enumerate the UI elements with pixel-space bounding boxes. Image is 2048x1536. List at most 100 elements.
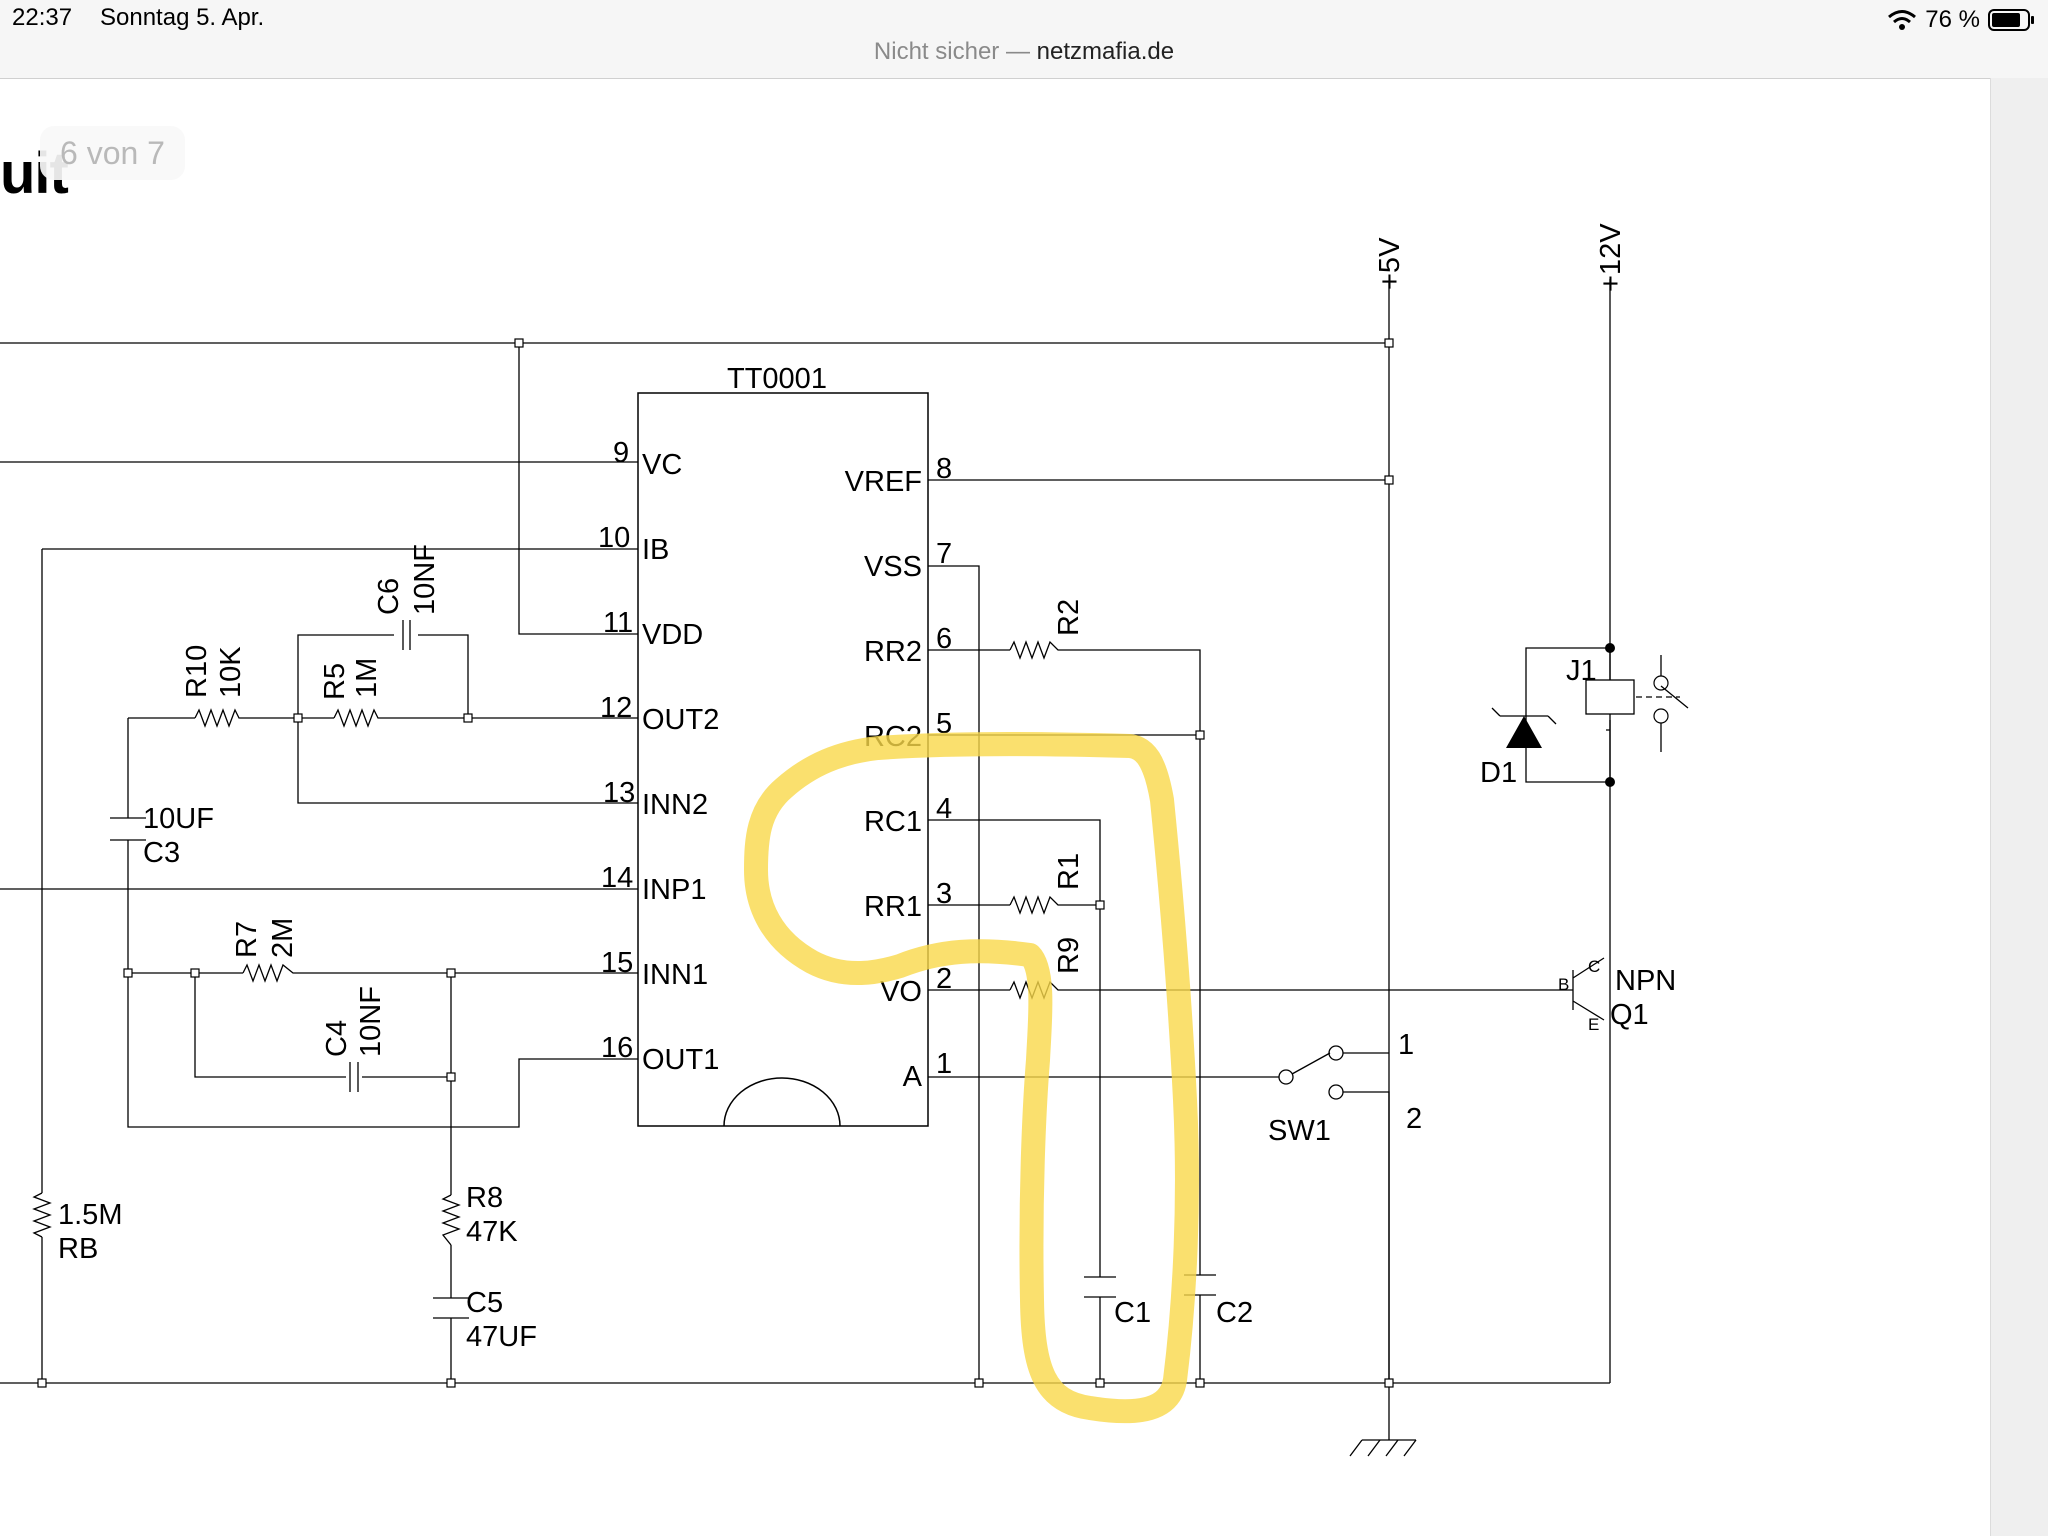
- pin-number: 11: [603, 607, 633, 639]
- q1-collector-label: C: [1588, 957, 1600, 976]
- j1-relay-contact: [1636, 655, 1689, 752]
- circuit-schematic: TT0001 9 VC 10 IB 11 VDD 12 OUT2 13 INN2…: [0, 223, 1689, 1457]
- pin-label: INN1: [642, 959, 708, 991]
- pin-label: VREF: [845, 466, 922, 498]
- pin-number: 3: [936, 878, 952, 910]
- pin-number: 6: [936, 623, 952, 655]
- r1-resistor: [1009, 895, 1062, 915]
- ic-left-pins: 9 VC 10 IB 11 VDD 12 OUT2 13 INN2 14 INP…: [598, 437, 719, 1076]
- ic-name: TT0001: [727, 363, 827, 395]
- r10-name: R10: [181, 645, 213, 698]
- yellow-highlight-annotation: [744, 732, 1199, 1424]
- sw1-name: SW1: [1268, 1115, 1331, 1147]
- pin-label: RC1: [864, 806, 922, 838]
- r8-value: 47K: [466, 1216, 518, 1248]
- sw1-position-1: 1: [1398, 1029, 1414, 1061]
- status-time: 22:37: [12, 4, 73, 31]
- ic-body: [637, 392, 929, 1127]
- j1-name: J1: [1566, 655, 1597, 687]
- r10-value: 10K: [215, 646, 247, 698]
- r2-name: R2: [1053, 599, 1085, 636]
- pin-number: 7: [936, 538, 952, 570]
- rb-name: RB: [58, 1233, 98, 1265]
- pin-label: RR2: [864, 636, 922, 668]
- security-label: Nicht sicher: [873, 38, 1000, 65]
- pin-label: A: [903, 1061, 923, 1093]
- c4-capacitor: [349, 1062, 359, 1092]
- q1-name: Q1: [1610, 999, 1649, 1031]
- r1-name: R1: [1053, 853, 1085, 890]
- rb-value: 1.5M: [58, 1199, 122, 1231]
- pin-number: 5: [936, 708, 952, 740]
- c4-name: C4: [321, 1020, 353, 1057]
- ic-right-pins: 8 VREF 7 VSS 6 RR2 5 RC2 4 RC1 3 RR1 2 V…: [845, 453, 952, 1093]
- scrollbar-track[interactable]: [1990, 78, 2048, 1536]
- c3-value: 10UF: [143, 803, 214, 835]
- d1-name: D1: [1480, 757, 1517, 789]
- ground-symbol: [1349, 1439, 1417, 1457]
- pin-number: 4: [936, 793, 952, 825]
- r7-name: R7: [231, 921, 263, 958]
- pin-number: 14: [601, 862, 633, 894]
- sw1-position-2: 2: [1406, 1103, 1422, 1135]
- pin-number: 13: [603, 777, 635, 809]
- c4-value: 10NF: [355, 986, 387, 1057]
- c6-value: 10NF: [409, 544, 441, 615]
- pin-number: 15: [601, 947, 633, 979]
- sw1-switch: [1278, 1045, 1344, 1100]
- q1-type: NPN: [1615, 965, 1676, 997]
- pin-label: INP1: [642, 874, 706, 906]
- supply-5v-label: +5V: [1374, 237, 1406, 290]
- pin-label: IB: [642, 534, 669, 566]
- junction-markers: [37, 338, 1394, 1388]
- status-date: Sonntag 5. Apr.: [100, 4, 265, 31]
- c6-name: C6: [373, 578, 405, 615]
- junction-dot-j1-bottom: [1605, 777, 1615, 787]
- pin-number: 9: [613, 437, 629, 469]
- j1-relay-coil: [1585, 679, 1635, 715]
- rb-resistor: [32, 1192, 52, 1238]
- pin-label: OUT2: [642, 704, 719, 736]
- pin-number: 2: [936, 963, 952, 995]
- pin-number: 1: [936, 1048, 952, 1080]
- r2-resistor: [1009, 640, 1062, 660]
- r9-name: R9: [1053, 937, 1085, 974]
- url-bar[interactable]: Nicht sicher — netzmafia.de: [0, 38, 2048, 66]
- c1-capacitor: [1084, 1276, 1116, 1298]
- pin-number: 12: [600, 692, 632, 724]
- r8-resistor: [441, 1194, 461, 1246]
- url-separator: —: [999, 38, 1037, 65]
- pin-label: INN2: [642, 789, 708, 821]
- page-counter: 6 von 7: [40, 126, 185, 180]
- c3-name: C3: [143, 837, 180, 869]
- pin-label: RR1: [864, 891, 922, 923]
- q1-base-label: B: [1558, 975, 1569, 994]
- battery-icon: [1988, 9, 2034, 31]
- c6-capacitor: [402, 620, 411, 650]
- r5-resistor: [333, 708, 382, 728]
- junction-dot-j1-top: [1605, 643, 1615, 653]
- c2-name: C2: [1216, 1297, 1253, 1329]
- pin-number: 8: [936, 453, 952, 485]
- c5-capacitor: [433, 1297, 469, 1319]
- status-right: 76 %: [1887, 2, 2036, 38]
- supply-12v-label: +12V: [1595, 223, 1627, 292]
- status-bar: 22:37 Sonntag 5. Apr. 76 % Nicht sicher …: [0, 0, 2048, 79]
- r8-name: R8: [466, 1182, 503, 1214]
- url-domain: netzmafia.de: [1036, 38, 1175, 65]
- pin-number: 10: [598, 522, 630, 554]
- r7-value: 2M: [267, 918, 299, 958]
- ic-notch: [723, 1077, 841, 1127]
- c5-value: 47UF: [466, 1321, 537, 1353]
- pin-label: VDD: [642, 619, 703, 651]
- c3-capacitor: [110, 817, 146, 841]
- r7-resistor: [242, 963, 297, 983]
- pin-label: VSS: [864, 551, 922, 583]
- pin-number: 16: [601, 1032, 633, 1064]
- r5-name: R5: [319, 663, 351, 700]
- pin-label: VC: [642, 449, 682, 481]
- d1-zener-diode: [1491, 707, 1557, 748]
- c5-name: C5: [466, 1287, 503, 1319]
- r5-value: 1M: [351, 658, 383, 698]
- battery-percentage: 76 %: [1925, 6, 1980, 33]
